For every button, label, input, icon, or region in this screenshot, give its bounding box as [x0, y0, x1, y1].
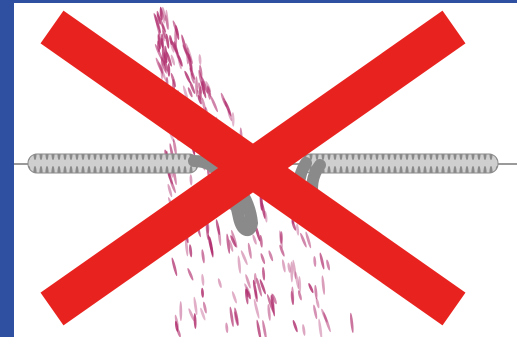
dye-streak: [231, 112, 234, 127]
dye-streak: [312, 304, 318, 319]
dye-streak: [281, 259, 286, 273]
dye-streak: [260, 253, 266, 265]
frame-left-border: [0, 0, 14, 337]
dye-streak: [252, 234, 258, 245]
left-coil: [28, 154, 198, 173]
dye-streak: [318, 318, 324, 337]
dye-streak: [268, 250, 274, 262]
dye-streak: [302, 324, 306, 336]
dye-streak: [240, 250, 249, 266]
dye-streak: [307, 283, 314, 294]
dye-streak: [189, 244, 193, 257]
dye-streak: [225, 322, 229, 333]
dye-streak: [201, 249, 206, 263]
dye-streak: [319, 252, 326, 270]
dye-streak: [209, 95, 219, 112]
dye-streak: [229, 306, 235, 327]
dye-streak: [349, 313, 354, 334]
dye-streak: [296, 223, 300, 235]
dye-streak: [189, 174, 192, 185]
dye-streak: [193, 313, 197, 329]
dye-streak: [231, 291, 238, 304]
dye-streak: [193, 297, 198, 316]
dye-streak: [201, 274, 205, 286]
dye-streak: [314, 285, 318, 300]
dye-streak: [322, 312, 332, 333]
dye-streak: [220, 92, 228, 107]
dye-streak: [247, 242, 253, 259]
dye-streak: [261, 320, 267, 337]
dye-streak: [291, 286, 294, 305]
dye-streak: [292, 319, 299, 332]
dye-streak: [171, 257, 179, 276]
dye-streak: [260, 201, 266, 219]
dye-streak: [262, 267, 266, 281]
dye-streak: [179, 301, 182, 321]
dye-streak: [201, 288, 204, 298]
coil-illustration: [14, 3, 517, 337]
dye-streak: [321, 275, 326, 295]
dye-streak: [186, 268, 194, 282]
dye-streak: [237, 255, 242, 274]
illustration-panel: [14, 3, 517, 337]
right-coil: [302, 154, 498, 173]
dye-streak: [198, 54, 202, 65]
dye-streak: [315, 297, 320, 308]
dye-streak: [313, 256, 317, 267]
dye-streak: [167, 63, 170, 76]
dye-streak: [325, 259, 330, 271]
dye-streak: [217, 278, 223, 289]
dye-streak: [256, 320, 263, 337]
